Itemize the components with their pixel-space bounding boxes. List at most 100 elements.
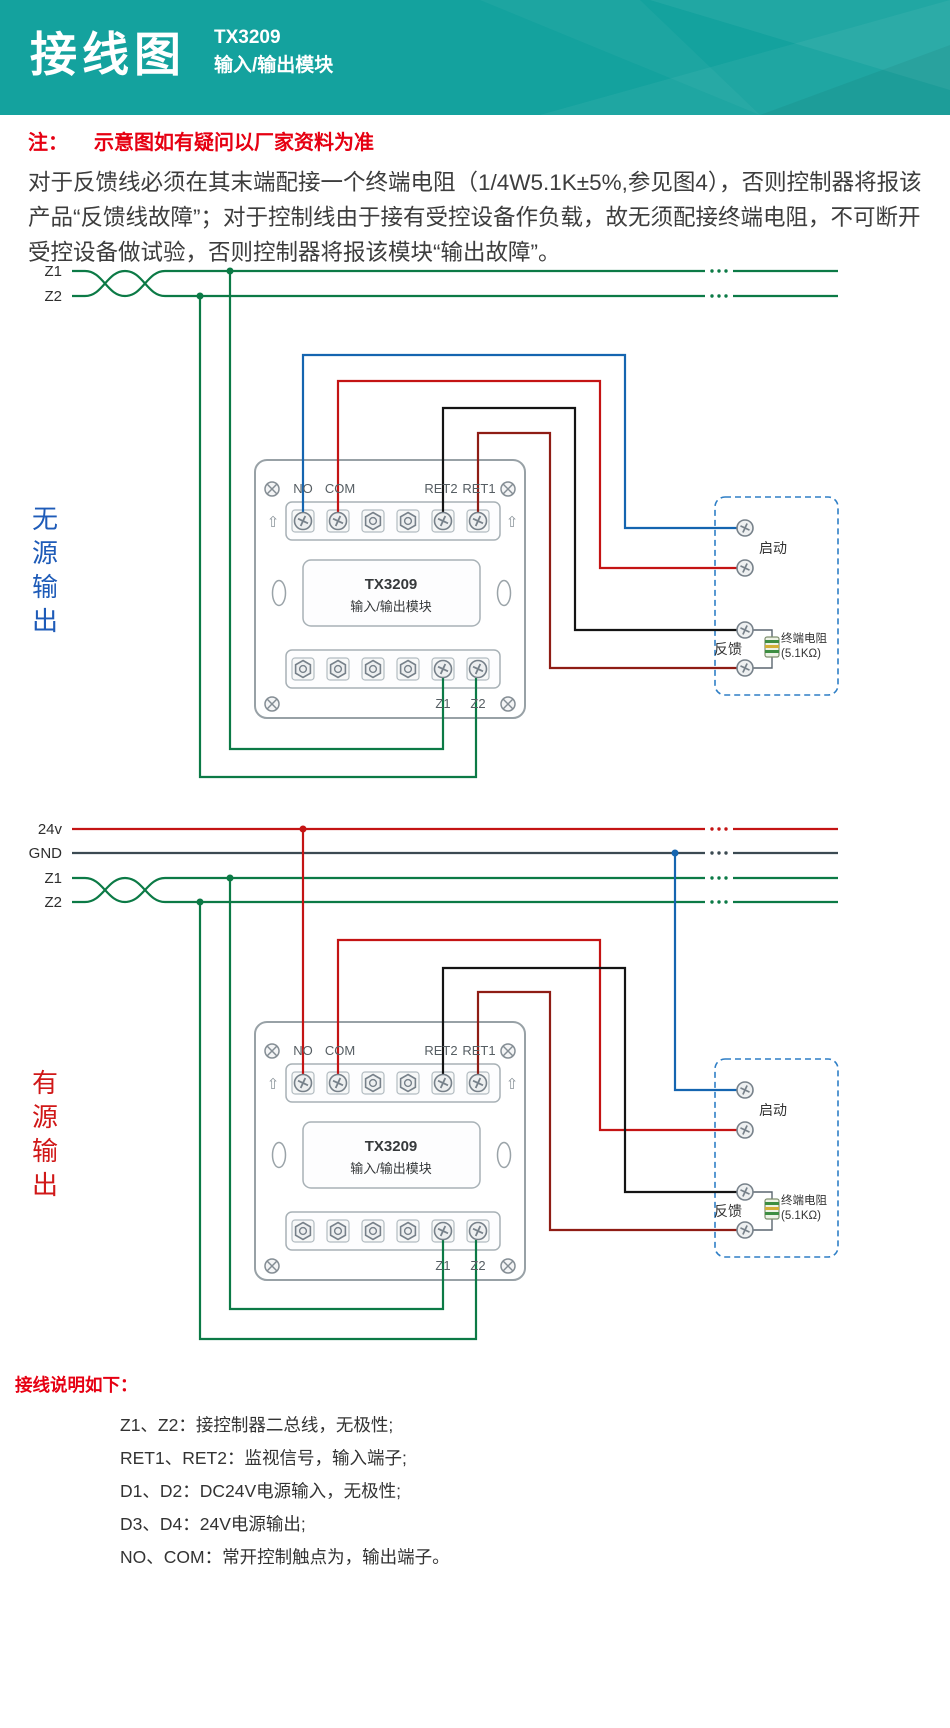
- legend-items: Z1、Z2：接控制器二总线，无极性; RET1、RET2：监视信号，输入端子; …: [15, 1409, 450, 1574]
- note-label: 注：: [28, 132, 68, 154]
- active-wires: [196, 825, 737, 1341]
- terminal-nut-icon: [364, 1073, 382, 1093]
- bus-line-z1: [72, 876, 838, 904]
- legend-title: 接线说明如下：: [15, 1375, 138, 1395]
- legend-item: RET1、RET2：监视信号，输入端子;: [120, 1448, 407, 1468]
- module-model-label: TX3209: [365, 1138, 418, 1155]
- device-outline: [714, 496, 839, 696]
- active-labels: 24v GND Z1 Z2 NO COM RET2 RET1 ⇧ ⇧ TX320…: [29, 821, 828, 1273]
- wire-z2-to-module: [198, 296, 478, 779]
- wire-ret1-to-feedback: [476, 431, 737, 670]
- resistor-band: [765, 645, 779, 648]
- continuation-dots: [710, 827, 728, 904]
- passive-wires: [196, 267, 737, 779]
- device-box-passive: [714, 496, 839, 696]
- module-nameplate: [302, 559, 481, 627]
- wire-com-to-start: [336, 379, 737, 570]
- terminal-nut-icon: [399, 659, 417, 679]
- active-diagram: 24v GND Z1 Z2 NO COM RET2 RET1 ⇧ ⇧ TX320…: [29, 821, 839, 1341]
- device-start-label: 启动: [759, 1102, 787, 1118]
- wire-gnd-to-start: [673, 853, 737, 1092]
- device-terminal-screw-icon: [736, 1081, 754, 1099]
- module-type-subtitle: 输入/输出模块: [214, 55, 334, 76]
- terminal-nut-icon: [294, 1221, 312, 1241]
- terminal-screw-icon: [433, 1221, 453, 1241]
- header-decoration: [480, 0, 950, 115]
- terminal-label-ret2: RET2: [424, 1043, 457, 1058]
- legend-item: Z1、Z2：接控制器二总线，无极性;: [120, 1415, 394, 1435]
- active-section-label: 有源输出: [32, 1068, 59, 1200]
- legend: 接线说明如下： Z1、Z2：接控制器二总线，无极性; RET1、RET2：监视信…: [15, 1372, 450, 1574]
- junction-dot: [299, 825, 307, 833]
- device-terminal-screw-icon: [736, 659, 754, 677]
- terminal-label-ret1: RET1: [462, 481, 495, 496]
- device-start-label: 启动: [759, 540, 787, 556]
- note-head: 注： 示意图如有疑问以厂家资料为准: [28, 126, 930, 155]
- page-title: 接线图: [30, 28, 186, 81]
- terminal-nut-icon: [329, 659, 347, 679]
- legend-item: D1、D2：DC24V电源输入，无极性;: [120, 1481, 402, 1501]
- corner-screw-icon: [264, 696, 280, 712]
- passive-section-label: 无源输出: [32, 504, 59, 636]
- corner-screw-icon: [500, 696, 516, 712]
- resistor-value-label: (5.1KΩ): [781, 1210, 821, 1222]
- passive-labels: Z1 Z2 NO COM RET2 RET1 ⇧ ⇧ TX3209 输入/输出模…: [44, 263, 827, 711]
- device-box-active: [714, 1058, 839, 1258]
- terminal-screw-icon: [468, 659, 488, 679]
- terminal-screw-icon: [468, 1073, 488, 1093]
- wire-ret1-to-feedback: [476, 990, 737, 1232]
- resistor-label: 终端电阻: [781, 631, 827, 645]
- terminal-label-com: COM: [325, 1043, 355, 1058]
- module-type-label: 输入/输出模块: [350, 1161, 432, 1176]
- device-feedback-label: 反馈: [714, 1203, 742, 1219]
- bus-label-z2: Z2: [44, 288, 62, 305]
- up-arrow-icon: ⇧: [506, 1076, 519, 1093]
- terminal-nut-icon: [364, 659, 382, 679]
- junction-dot: [226, 874, 234, 882]
- resistor-value-label: (5.1KΩ): [781, 648, 821, 660]
- terminal-label-z2: Z2: [470, 696, 485, 711]
- terminal-label-no: NO: [293, 481, 313, 496]
- terminal-screw-icon: [433, 659, 453, 679]
- corner-screw-icon: [264, 1258, 280, 1274]
- resistor-band: [765, 650, 779, 653]
- header: 接线图 TX3209 输入/输出模块: [0, 0, 950, 115]
- terminal-label-z1: Z1: [435, 696, 450, 711]
- device-terminal-screw-icon: [736, 1121, 754, 1139]
- module-type-label: 输入/输出模块: [350, 599, 432, 614]
- device-feedback-label: 反馈: [714, 641, 742, 657]
- bus-label-z2: Z2: [44, 894, 62, 911]
- corner-screw-icon: [500, 481, 516, 497]
- bus-label-z1: Z1: [44, 870, 62, 887]
- corner-screw-icon: [500, 1258, 516, 1274]
- up-arrow-icon: ⇧: [267, 1076, 280, 1093]
- corner-screw-icon: [264, 1043, 280, 1059]
- note-warning: 示意图如有疑问以厂家资料为准: [94, 132, 374, 154]
- wire-no-to-start: [301, 353, 737, 530]
- note-body: 对于反馈线必须在其末端配接一个终端电阻（1/4W5.1K±5%,参见图4），否则…: [28, 170, 922, 265]
- bus-line-z1: [72, 269, 838, 298]
- terminal-screw-icon: [468, 1221, 488, 1241]
- terminal-screw-icon: [433, 1073, 453, 1093]
- device-outline: [714, 1058, 839, 1258]
- corner-screw-icon: [264, 481, 280, 497]
- mounting-slot: [271, 1141, 287, 1169]
- terminal-nut-icon: [294, 659, 312, 679]
- passive-bus-lines: [72, 269, 838, 298]
- terminal-nut-icon: [399, 1073, 417, 1093]
- terminal-nut-icon: [364, 1221, 382, 1241]
- terminal-screw-icon: [293, 511, 313, 531]
- terminal-label-no: NO: [293, 1043, 313, 1058]
- wire-z1-to-module: [228, 878, 445, 1311]
- resistor-lead: [753, 657, 773, 669]
- model-label: TX3209: [214, 27, 281, 48]
- bus-label-24v: 24v: [38, 821, 63, 838]
- corner-screw-icon: [500, 1043, 516, 1059]
- device-terminal-screw-icon: [736, 621, 754, 639]
- terminal-screw-icon: [293, 1073, 313, 1093]
- wire-z2-to-module: [198, 902, 478, 1341]
- bus-line-z2: [72, 876, 838, 904]
- module-passive: [254, 459, 526, 719]
